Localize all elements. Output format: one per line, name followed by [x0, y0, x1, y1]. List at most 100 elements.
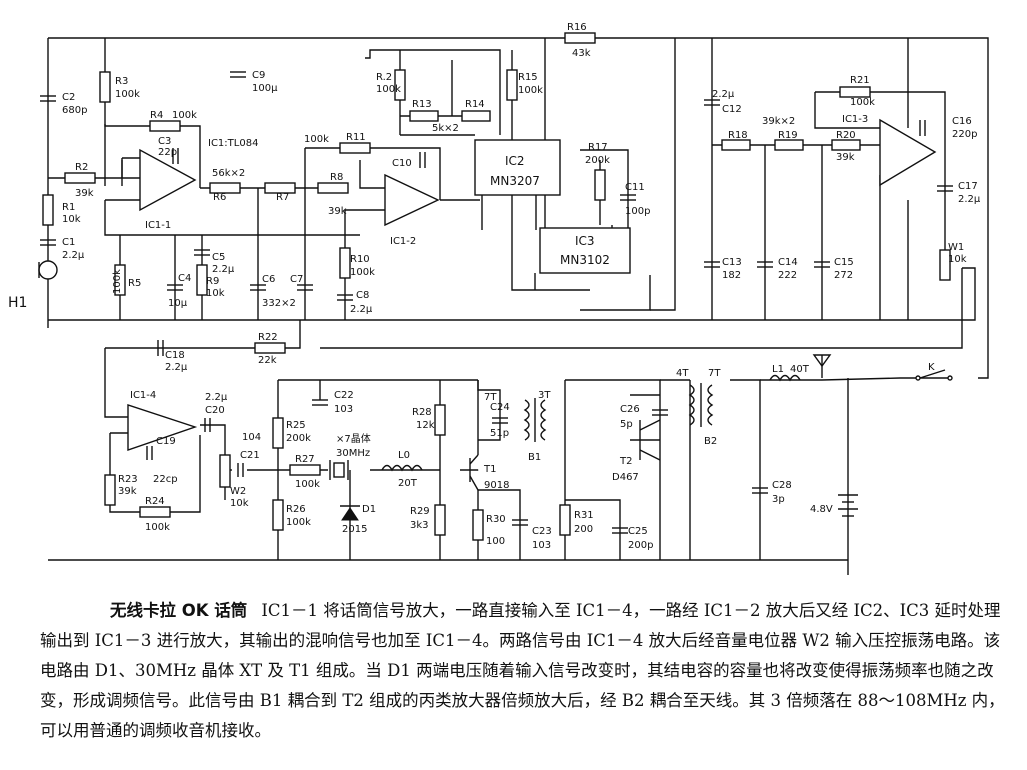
svg-text:R23: R23	[118, 474, 138, 485]
resistor-r2	[64, 172, 96, 184]
svg-text:10k: 10k	[948, 254, 967, 265]
caption-body: IC1－1 将话筒信号放大，一路直接输入至 IC1－4，一路经 IC1－2 放大…	[40, 601, 1005, 740]
transformer-b1	[523, 399, 530, 441]
caption-title: 无线卡拉 OK 话筒	[110, 601, 248, 620]
svg-text:3k3: 3k3	[410, 520, 429, 531]
svg-text:100p: 100p	[625, 206, 650, 217]
svg-text:C2: C2	[62, 92, 75, 103]
svg-text:272: 272	[834, 270, 853, 281]
svg-text:C3: C3	[158, 136, 171, 147]
resistor-r27	[289, 464, 321, 476]
opamp-ic1-2	[384, 173, 440, 227]
svg-text:C12: C12	[722, 104, 742, 115]
svg-text:R7: R7	[276, 192, 289, 203]
svg-text:D467: D467	[612, 472, 639, 483]
resistor-r4	[149, 120, 181, 132]
svg-text:R.2: R.2	[376, 72, 392, 83]
svg-text:R4: R4	[150, 110, 163, 121]
svg-text:IC1-2: IC1-2	[390, 236, 416, 247]
svg-text:5k×2: 5k×2	[432, 123, 459, 134]
svg-text:39k: 39k	[328, 206, 347, 217]
svg-text:3T: 3T	[538, 390, 551, 401]
svg-text:C19: C19	[156, 436, 176, 447]
svg-text:R22: R22	[258, 332, 278, 343]
svg-text:100k: 100k	[518, 85, 543, 96]
resistor-r22	[254, 342, 286, 354]
resistor-r8	[317, 182, 349, 194]
svg-text:D1: D1	[362, 504, 376, 515]
svg-text:200k: 200k	[286, 433, 311, 444]
svg-text:100: 100	[486, 536, 505, 547]
svg-text:MN3102: MN3102	[560, 253, 610, 267]
svg-text:100k: 100k	[145, 522, 170, 533]
svg-text:T1: T1	[483, 464, 496, 475]
svg-text:R24: R24	[145, 496, 165, 507]
resistor-r14	[461, 110, 491, 122]
svg-text:10k: 10k	[62, 214, 81, 225]
svg-text:C14: C14	[778, 257, 798, 268]
svg-text:22k: 22k	[258, 355, 277, 366]
svg-text:C24: C24	[490, 402, 510, 413]
svg-text:20T: 20T	[398, 478, 418, 489]
resistor-r17	[594, 169, 606, 201]
svg-text:100k: 100k	[172, 110, 197, 121]
svg-text:R1: R1	[62, 202, 75, 213]
capacitors	[40, 71, 953, 534]
svg-text:2.2μ: 2.2μ	[205, 392, 228, 403]
svg-text:W2: W2	[230, 486, 246, 497]
opamp-ic1-1	[139, 148, 197, 212]
svg-text:C9: C9	[252, 70, 265, 81]
svg-text:C17: C17	[958, 181, 978, 192]
svg-text:IC1-4: IC1-4	[130, 390, 156, 401]
svg-text:2.2μ: 2.2μ	[350, 304, 373, 315]
svg-text:39k: 39k	[836, 152, 855, 163]
chip-ic3	[539, 227, 631, 274]
svg-text:100k: 100k	[112, 269, 123, 294]
svg-text:200: 200	[574, 524, 593, 535]
svg-text:R31: R31	[574, 510, 594, 521]
svg-text:C25: C25	[628, 526, 648, 537]
svg-text:R5: R5	[128, 278, 141, 289]
resistor-r1	[42, 194, 54, 226]
svg-text:R3: R3	[115, 76, 128, 87]
svg-text:104: 104	[242, 432, 261, 443]
opamp-ic1-3	[879, 118, 937, 187]
svg-text:B2: B2	[704, 436, 717, 447]
svg-text:10k: 10k	[230, 498, 249, 509]
svg-text:R21: R21	[850, 75, 870, 86]
svg-text:43k: 43k	[572, 48, 591, 59]
svg-text:3p: 3p	[772, 494, 785, 505]
resistor-r15	[506, 69, 518, 101]
svg-text:R19: R19	[778, 130, 798, 141]
resistor-r29	[434, 504, 446, 536]
svg-text:C6: C6	[262, 274, 275, 285]
svg-text:56k×2: 56k×2	[212, 168, 245, 179]
resistor-r13	[409, 110, 439, 122]
svg-text:C13: C13	[722, 257, 742, 268]
svg-text:R6: R6	[213, 192, 226, 203]
svg-text:51p: 51p	[490, 428, 509, 439]
svg-text:C11: C11	[625, 182, 645, 193]
svg-text:40T: 40T	[790, 364, 810, 375]
resistor-r10	[339, 247, 351, 279]
svg-text:R16: R16	[567, 22, 587, 33]
svg-text:39k: 39k	[75, 188, 94, 199]
svg-text:R11: R11	[346, 132, 366, 143]
svg-text:100k: 100k	[376, 84, 401, 95]
svg-text:R10: R10	[350, 254, 370, 265]
chip-ic2	[474, 139, 561, 196]
wires	[47, 37, 989, 575]
resistor-r24	[139, 506, 171, 518]
svg-text:C16: C16	[952, 116, 972, 127]
potentiometer-w1	[939, 249, 951, 281]
svg-text:K: K	[928, 362, 935, 373]
svg-text:R28: R28	[412, 407, 432, 418]
svg-text:222: 222	[778, 270, 797, 281]
svg-text:IC1:TL084: IC1:TL084	[208, 138, 258, 149]
svg-text:IC2: IC2	[505, 154, 525, 168]
svg-text:100μ: 100μ	[252, 83, 278, 94]
inductor-l1	[769, 374, 801, 382]
svg-text:C4: C4	[178, 273, 191, 284]
